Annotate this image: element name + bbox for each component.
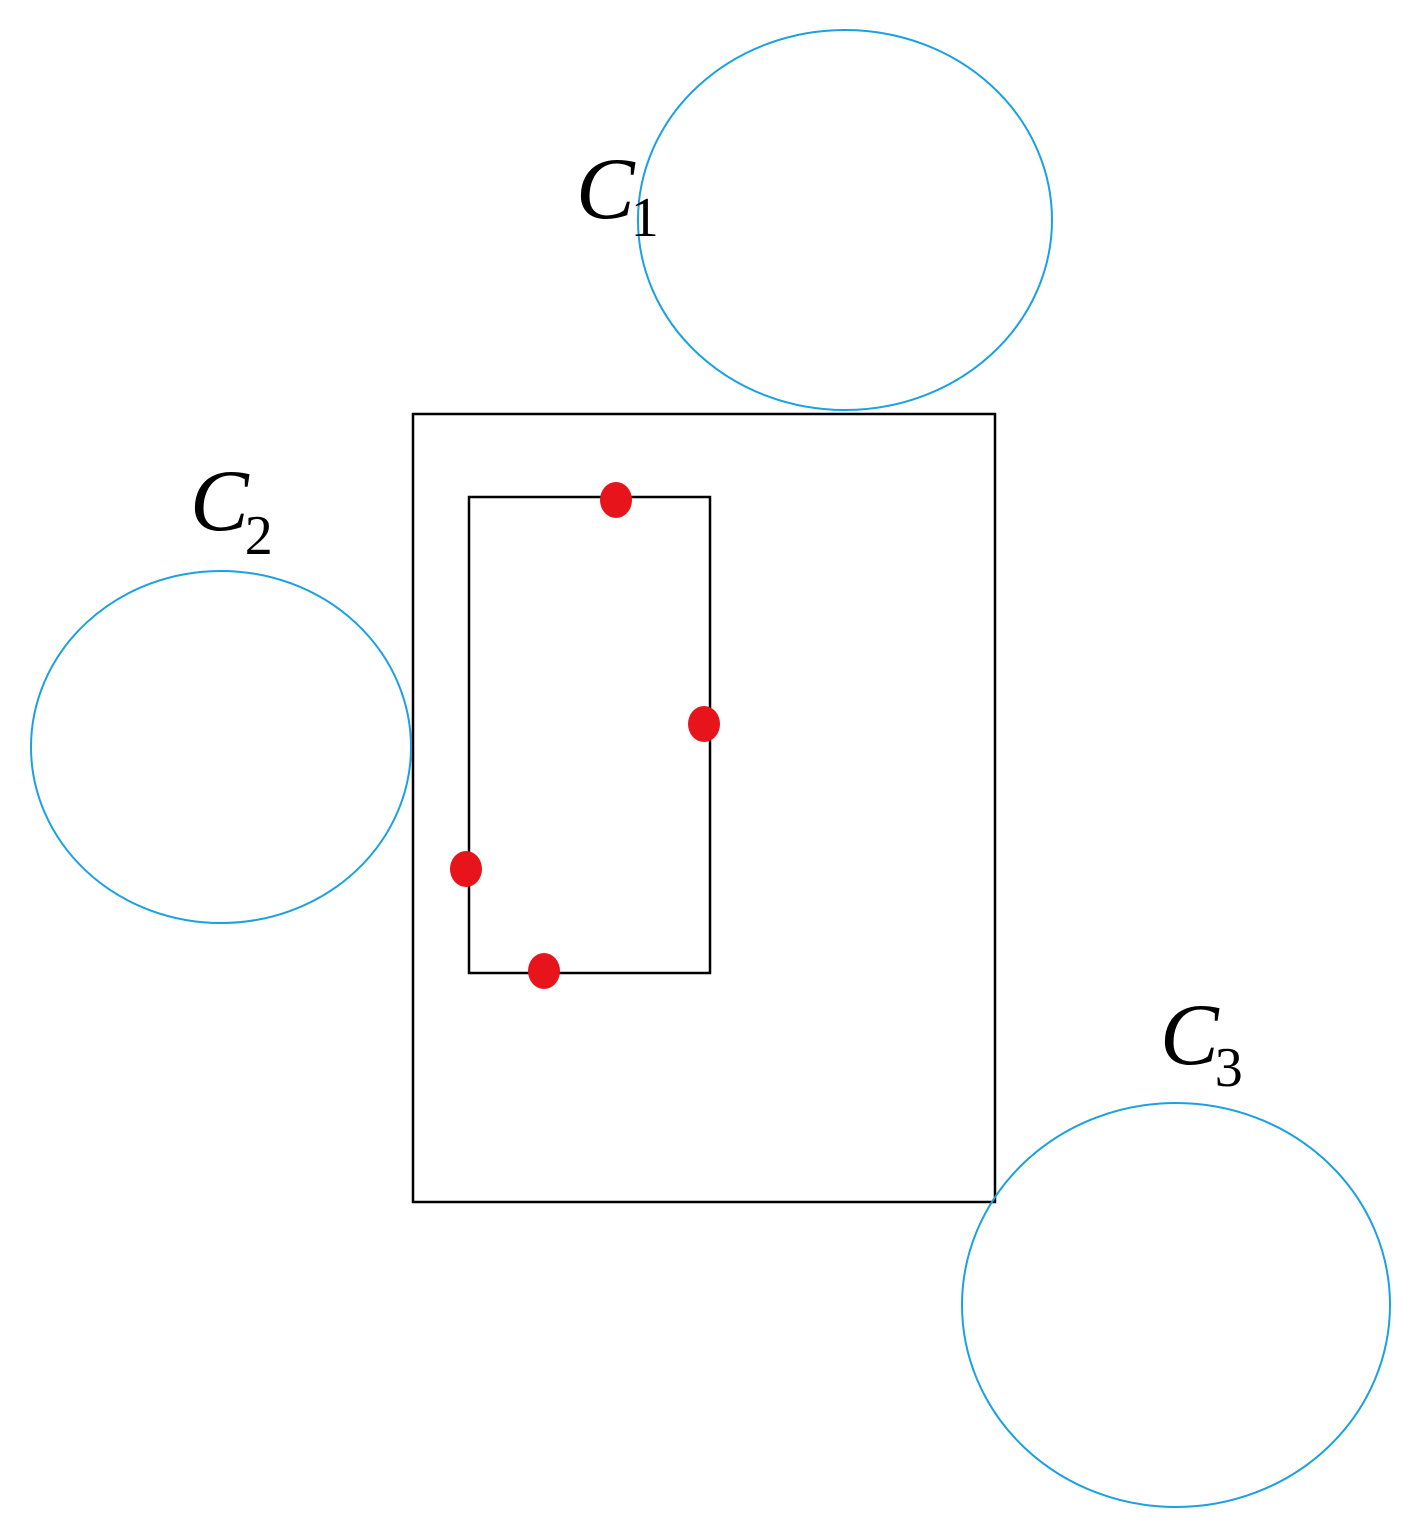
red-point-top <box>600 482 632 518</box>
label-c2-letter: C <box>190 453 250 550</box>
red-point-right <box>688 706 720 742</box>
label-c3: C3 <box>1160 987 1243 1099</box>
label-c1-letter: C <box>576 141 636 238</box>
red-point-left <box>450 851 482 887</box>
circle-c1 <box>637 29 1053 411</box>
label-c1-subscript: 1 <box>631 187 659 249</box>
red-point-bottom <box>528 953 560 989</box>
outer-rectangle <box>411 412 997 1204</box>
label-c1: C1 <box>576 141 659 249</box>
circle-c3 <box>961 1102 1391 1508</box>
circle-c2 <box>30 570 412 924</box>
label-c2: C2 <box>190 453 273 567</box>
label-c3-letter: C <box>1160 987 1220 1084</box>
inner-rectangle <box>467 495 712 975</box>
label-c2-subscript: 2 <box>245 505 273 567</box>
label-c3-subscript: 3 <box>1215 1037 1243 1099</box>
